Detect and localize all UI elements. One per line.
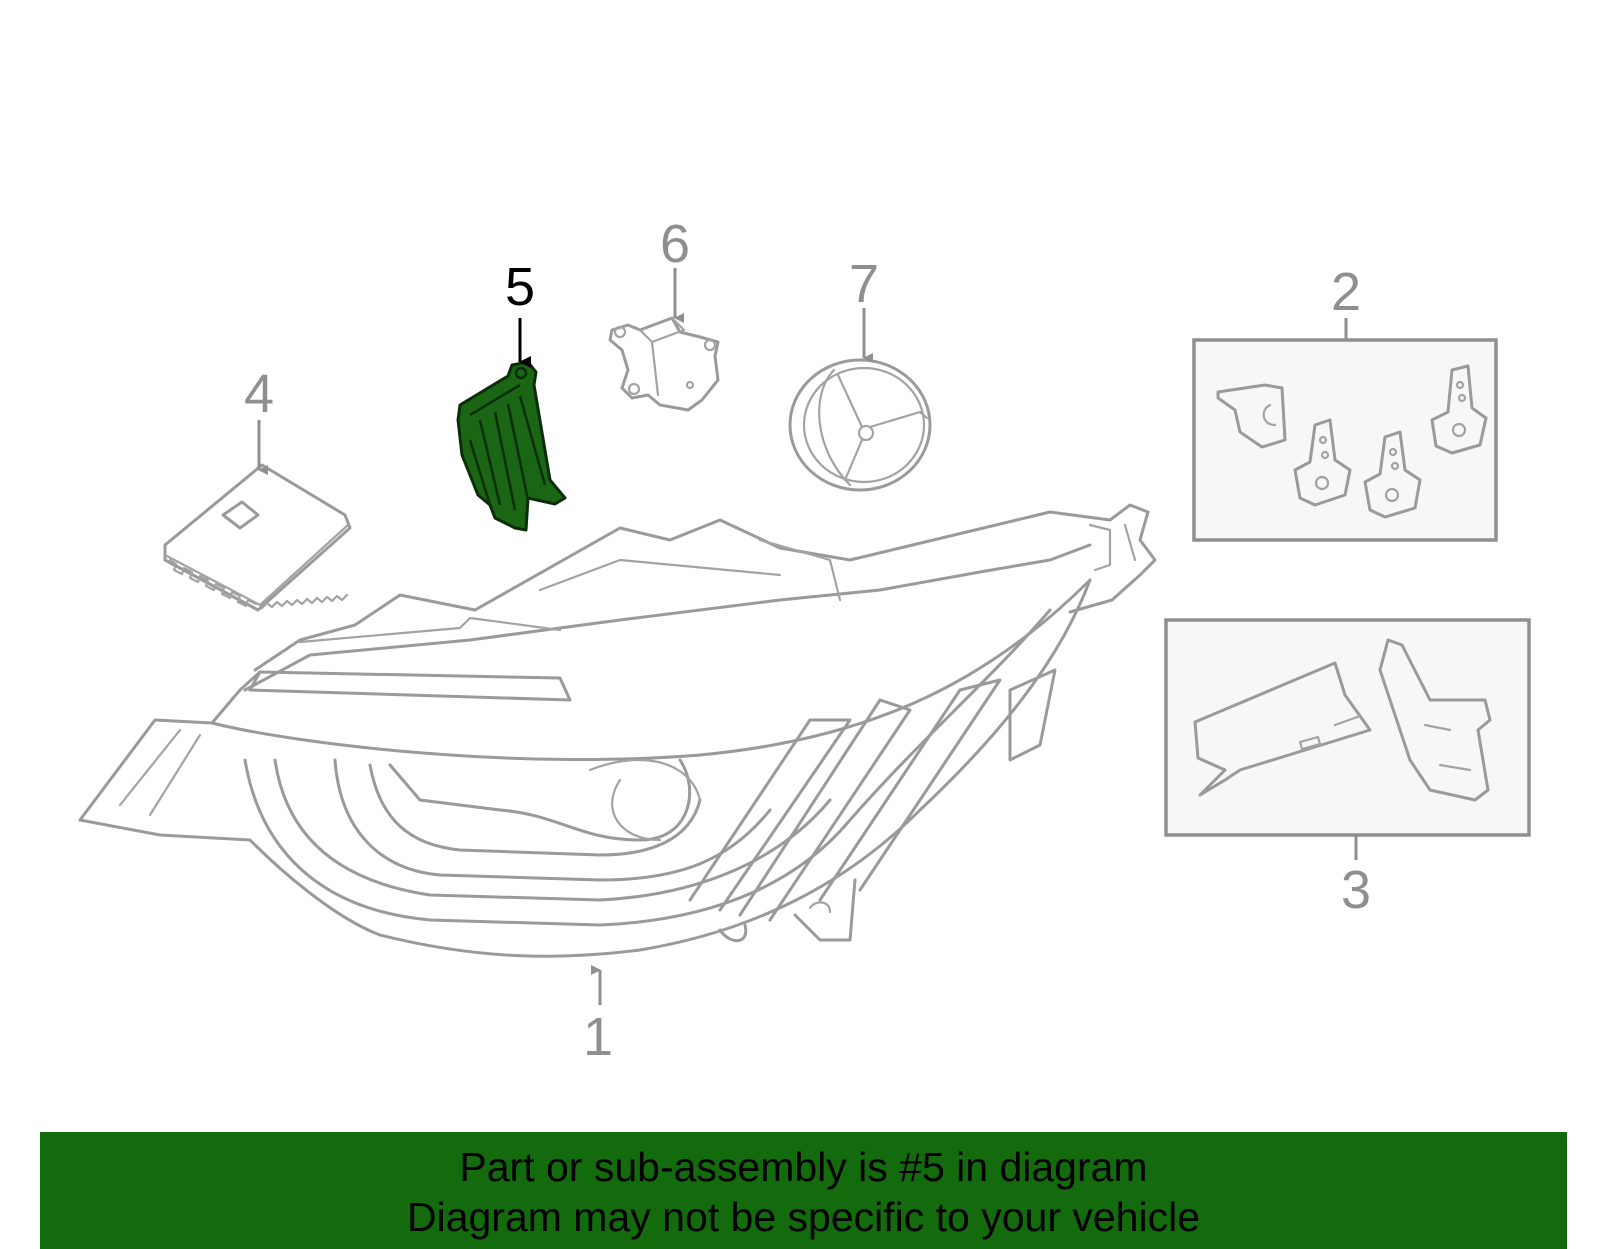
callout-1: 1 — [583, 1007, 613, 1067]
control-module[interactable] — [163, 463, 352, 612]
banner-line-part: Part or sub-assembly is #5 in diagram — [459, 1144, 1148, 1190]
callout-2: 2 — [1331, 262, 1361, 322]
callout-6: 6 — [660, 214, 690, 274]
callout-4: 4 — [244, 364, 274, 424]
headlamp-assembly[interactable] — [78, 503, 1157, 958]
leveling-motor[interactable] — [608, 316, 720, 412]
banner-line-disclaimer: Diagram may not be specific to your vehi… — [406, 1194, 1200, 1240]
bracket-kit-box — [1192, 338, 1498, 542]
bracket-kit[interactable] — [1192, 338, 1498, 542]
callout-7: 7 — [849, 254, 879, 314]
cover-kit[interactable] — [1164, 618, 1531, 837]
callout-5: 5 — [505, 257, 535, 317]
dust-cap[interactable] — [788, 358, 932, 492]
highlighted-control-unit[interactable] — [456, 360, 567, 532]
cover-kit-box — [1164, 618, 1531, 837]
info-banner: Part or sub-assembly is #5 in diagram Di… — [40, 1132, 1567, 1249]
callout-3: 3 — [1341, 860, 1371, 920]
